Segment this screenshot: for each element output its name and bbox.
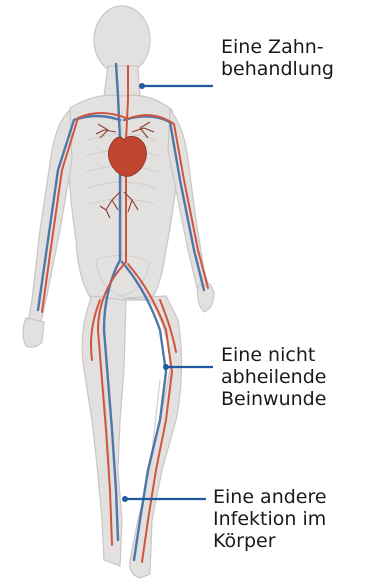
label-line: Eine nicht [221,344,326,366]
label-line: behandlung [221,58,334,80]
label-line: Eine Zahn- [221,36,334,58]
label-other-infection: Eine andere Infektion im Körper [213,486,327,552]
label-line: Körper [213,530,327,552]
label-leg-wound: Eine nicht abheilende Beinwunde [221,344,326,410]
label-line: Infektion im [213,508,327,530]
label-dental-treatment: Eine Zahn- behandlung [221,36,334,80]
label-line: Beinwunde [221,388,326,410]
label-line: Eine andere [213,486,327,508]
label-line: abheilende [221,366,326,388]
